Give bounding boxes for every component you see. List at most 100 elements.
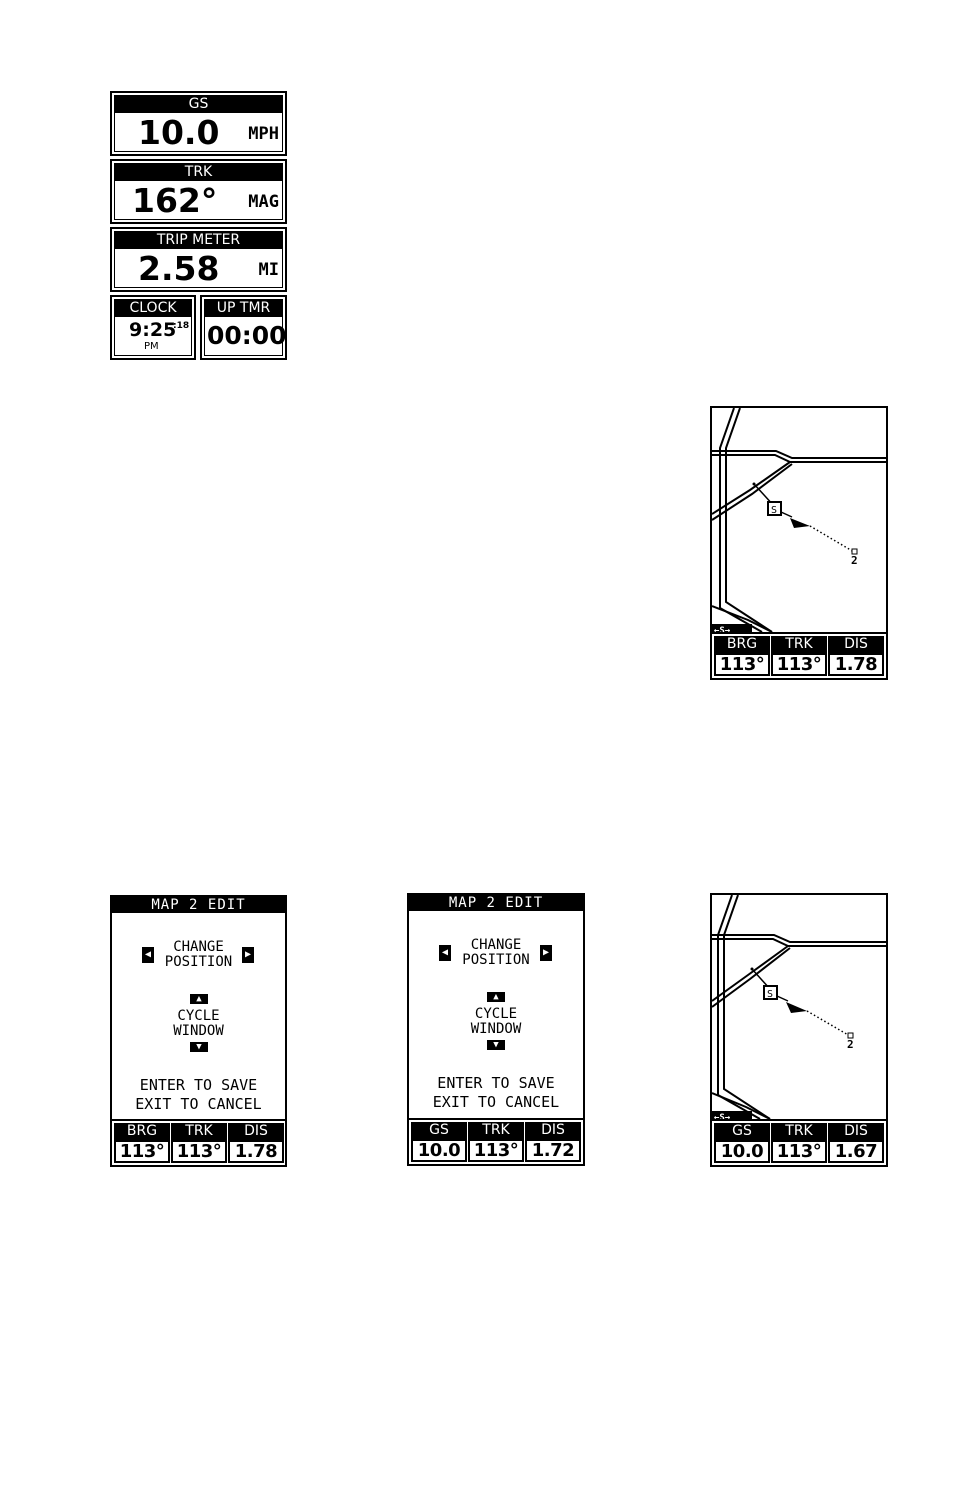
cycle-label: CYCLE — [474, 1006, 518, 1022]
waypoint-end-label: 2 — [851, 554, 858, 567]
boat-cursor-icon — [786, 1002, 807, 1013]
map-road — [712, 461, 791, 515]
data-box-header: TRIP METER — [115, 232, 282, 249]
footer-field-value: 113° — [171, 1140, 227, 1163]
footer-field-value: 1.78 — [228, 1140, 284, 1163]
window-label: WINDOW — [173, 1023, 224, 1039]
enter-to-save-text: ENTER TO SAVE — [139, 1076, 258, 1094]
course-line — [809, 525, 855, 553]
waypoint-end-marker — [847, 1032, 854, 1039]
map-edit-screen-1: MAP 2 EDIT ◀ ▶ CHANGE POSITION ▲ CYCLE W… — [110, 895, 287, 1167]
waypoint-end-label: 2 — [847, 1038, 854, 1051]
clock-box: CLOCK 9:25 :18 PM — [110, 295, 196, 360]
scale-label: ←S→ — [714, 626, 731, 634]
map-screen-top: S 2 ←S→ BRG 113° TRK 113° DIS 1.78 — [710, 406, 888, 680]
map-road — [712, 934, 886, 943]
data-box-header: GS — [115, 96, 282, 113]
data-box-value: 162° — [132, 181, 218, 220]
up-timer-value: 00:00 — [207, 321, 287, 350]
map-road — [712, 938, 886, 947]
waypoint-end-marker — [851, 548, 858, 555]
data-box-value: 10.0 — [138, 113, 220, 152]
exit-to-cancel-text: EXIT TO CANCEL — [135, 1095, 262, 1113]
clock-seconds: :18 — [173, 321, 190, 331]
position-label: POSITION — [462, 952, 530, 968]
map-edit-screen-2: MAP 2 EDIT ◀ ▶ CHANGE POSITION ▲ CYCLE W… — [407, 893, 585, 1166]
clock-ampm: PM — [144, 341, 159, 352]
footer-field-header: GS — [411, 1122, 467, 1139]
down-arrow-icon[interactable]: ▼ — [190, 1042, 208, 1052]
footer-field-header: TRK — [771, 1123, 827, 1140]
map-road — [719, 408, 763, 633]
data-box-header: TRK — [115, 164, 282, 181]
waypoint-start-label: S — [771, 505, 777, 516]
footer-field-value: 113° — [468, 1139, 524, 1162]
footer-field-dis: DIS 1.67 — [828, 1123, 884, 1163]
footer-field-value: 1.78 — [828, 653, 884, 676]
footer-field-dis: DIS 1.78 — [828, 636, 884, 676]
waypoint-start-label: S — [767, 989, 773, 1000]
map-road — [712, 1092, 771, 1120]
data-footer: GS 10.0 TRK 113° DIS 1.67 — [712, 1119, 886, 1165]
footer-field-value: 113° — [771, 1140, 827, 1163]
down-arrow-icon[interactable]: ▼ — [487, 1040, 505, 1050]
footer-field-header: GS — [714, 1123, 770, 1140]
trail-dot — [750, 967, 754, 971]
footer-field-header: TRK — [468, 1122, 524, 1139]
footer-field-trk: TRK 113° — [468, 1122, 524, 1162]
scale-bar — [712, 1111, 752, 1121]
footer-field-brg: BRG 113° — [714, 636, 770, 676]
footer-field-value: 1.72 — [525, 1139, 581, 1162]
up-arrow-icon[interactable]: ▲ — [487, 992, 505, 1002]
footer-field-trk: TRK 113° — [771, 1123, 827, 1163]
data-box-value: 2.58 — [138, 249, 220, 288]
data-box-unit: MPH — [248, 124, 279, 144]
footer-field-dis: DIS 1.78 — [228, 1123, 284, 1163]
trail-line — [776, 995, 789, 1002]
exit-to-cancel-text: EXIT TO CANCEL — [432, 1093, 560, 1111]
footer-field-header: BRG — [114, 1123, 170, 1140]
footer-field-header: BRG — [714, 636, 770, 653]
footer-field-gs: GS 10.0 — [411, 1122, 467, 1162]
right-arrow-icon[interactable]: ▶ — [540, 945, 552, 961]
data-footer: BRG 113° TRK 113° DIS 1.78 — [112, 1119, 285, 1165]
map-road — [725, 408, 773, 633]
scale-bar — [712, 624, 752, 634]
footer-field-trk: TRK 113° — [171, 1123, 227, 1163]
map-canvas: S 2 ←S→ — [712, 408, 886, 634]
left-arrow-icon[interactable]: ◀ — [439, 945, 451, 961]
screen-title: MAP 2 EDIT — [409, 895, 583, 911]
map-road — [723, 895, 771, 1120]
data-box-unit: MI — [258, 260, 279, 280]
footer-field-header: DIS — [828, 1123, 884, 1140]
footer-field-value: 10.0 — [714, 1140, 770, 1163]
up-timer-header: UP TMR — [205, 300, 282, 317]
footer-field-header: TRK — [771, 636, 827, 653]
trail-dot — [752, 482, 756, 486]
waypoint-start-marker — [763, 985, 778, 1000]
data-box-trk: TRK 162° MAG — [110, 159, 287, 224]
right-arrow-icon[interactable]: ▶ — [242, 947, 254, 963]
data-footer: GS 10.0 TRK 113° DIS 1.72 — [409, 1118, 583, 1164]
map-road — [712, 605, 773, 633]
up-timer-box: UP TMR 00:00 — [200, 295, 287, 360]
footer-field-value: 113° — [771, 653, 827, 676]
footer-field-header: TRK — [171, 1123, 227, 1140]
clock-time: 9:25 — [129, 319, 177, 341]
boat-cursor-icon — [790, 518, 810, 528]
course-line — [806, 1010, 851, 1037]
footer-field-header: DIS — [828, 636, 884, 653]
up-arrow-icon[interactable]: ▲ — [190, 994, 208, 1004]
left-arrow-icon[interactable]: ◀ — [142, 947, 154, 963]
map-road — [712, 450, 886, 459]
change-label: CHANGE — [173, 939, 224, 955]
screen-title: MAP 2 EDIT — [112, 897, 285, 913]
map-screen-bottom: S 2 ←S→ GS 10.0 TRK 113° DIS 1.67 — [710, 893, 888, 1167]
map-canvas: S 2 ←S→ — [712, 895, 886, 1121]
data-box-trip-meter: TRIP METER 2.58 MI — [110, 227, 287, 292]
data-footer: BRG 113° TRK 113° DIS 1.78 — [712, 632, 886, 678]
footer-field-header: DIS — [228, 1123, 284, 1140]
map-road — [712, 454, 886, 463]
data-box-gs: GS 10.0 MPH — [110, 91, 287, 156]
scale-label: ←S→ — [714, 1113, 731, 1121]
